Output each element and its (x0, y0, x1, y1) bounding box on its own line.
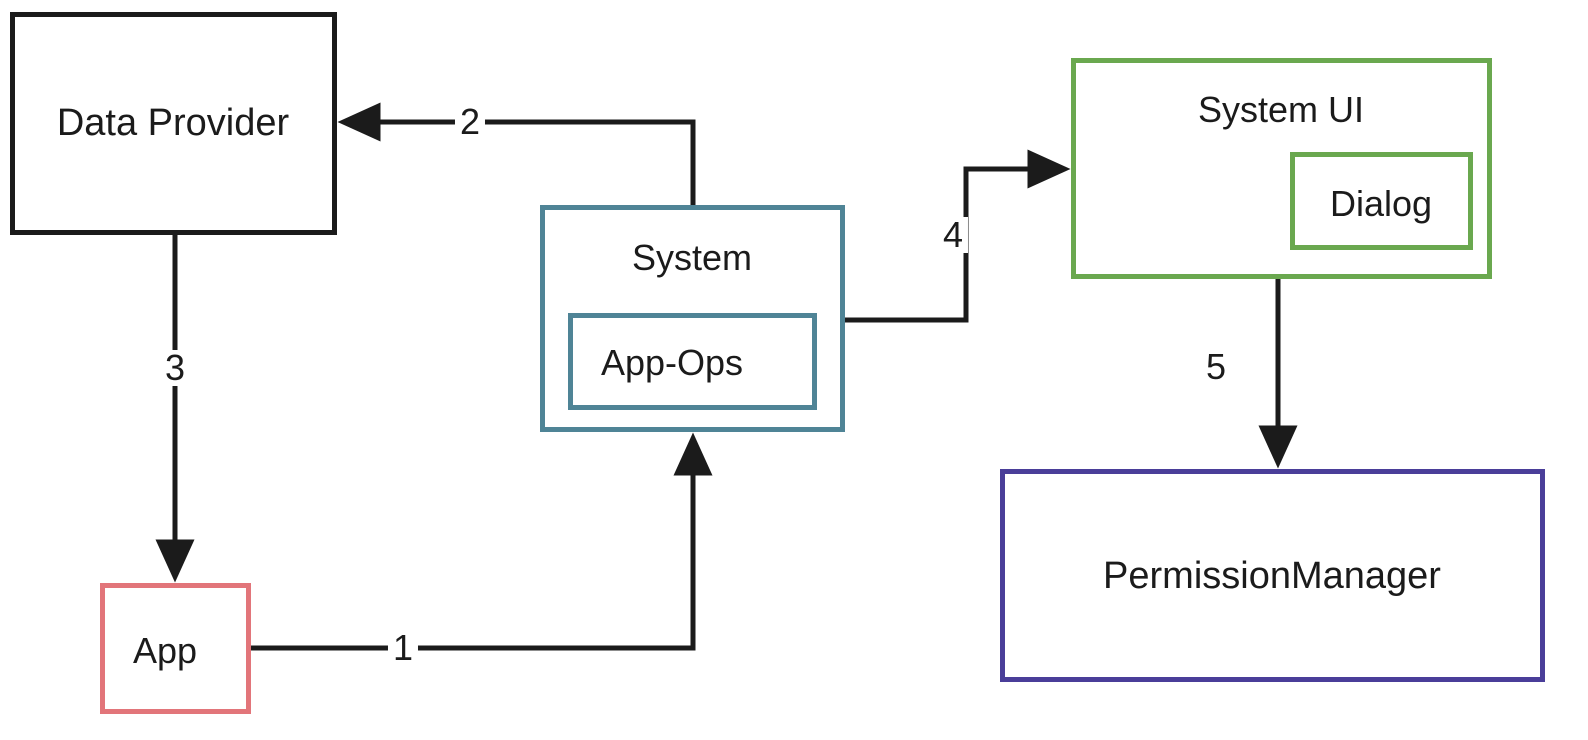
edge-label-2: 2 (454, 104, 486, 140)
edge-1 (251, 432, 713, 651)
node-label-app: App (132, 630, 198, 671)
edge-label-4: 4 (937, 217, 969, 253)
edge-label-5: 5 (1200, 349, 1232, 385)
node-dialog[interactable] (1290, 152, 1473, 250)
node-label-system: System (631, 237, 753, 278)
edge-label-1: 1 (387, 630, 419, 666)
node-label-system-ui: System UI (1197, 89, 1365, 130)
node-permission-manager[interactable] (1000, 469, 1545, 682)
node-app-ops[interactable] (568, 313, 817, 410)
node-app[interactable] (100, 583, 251, 714)
node-label-app-ops: App-Ops (600, 342, 744, 383)
edge-2 (337, 102, 696, 205)
node-label-permission-manager: PermissionManager (1103, 555, 1441, 597)
node-rects (10, 12, 1545, 714)
node-label-data-provider: Data Provider (56, 102, 290, 144)
edge-label-3: 3 (159, 350, 191, 386)
node-label-dialog: Dialog (1329, 183, 1433, 224)
node-data-provider[interactable] (10, 12, 337, 235)
